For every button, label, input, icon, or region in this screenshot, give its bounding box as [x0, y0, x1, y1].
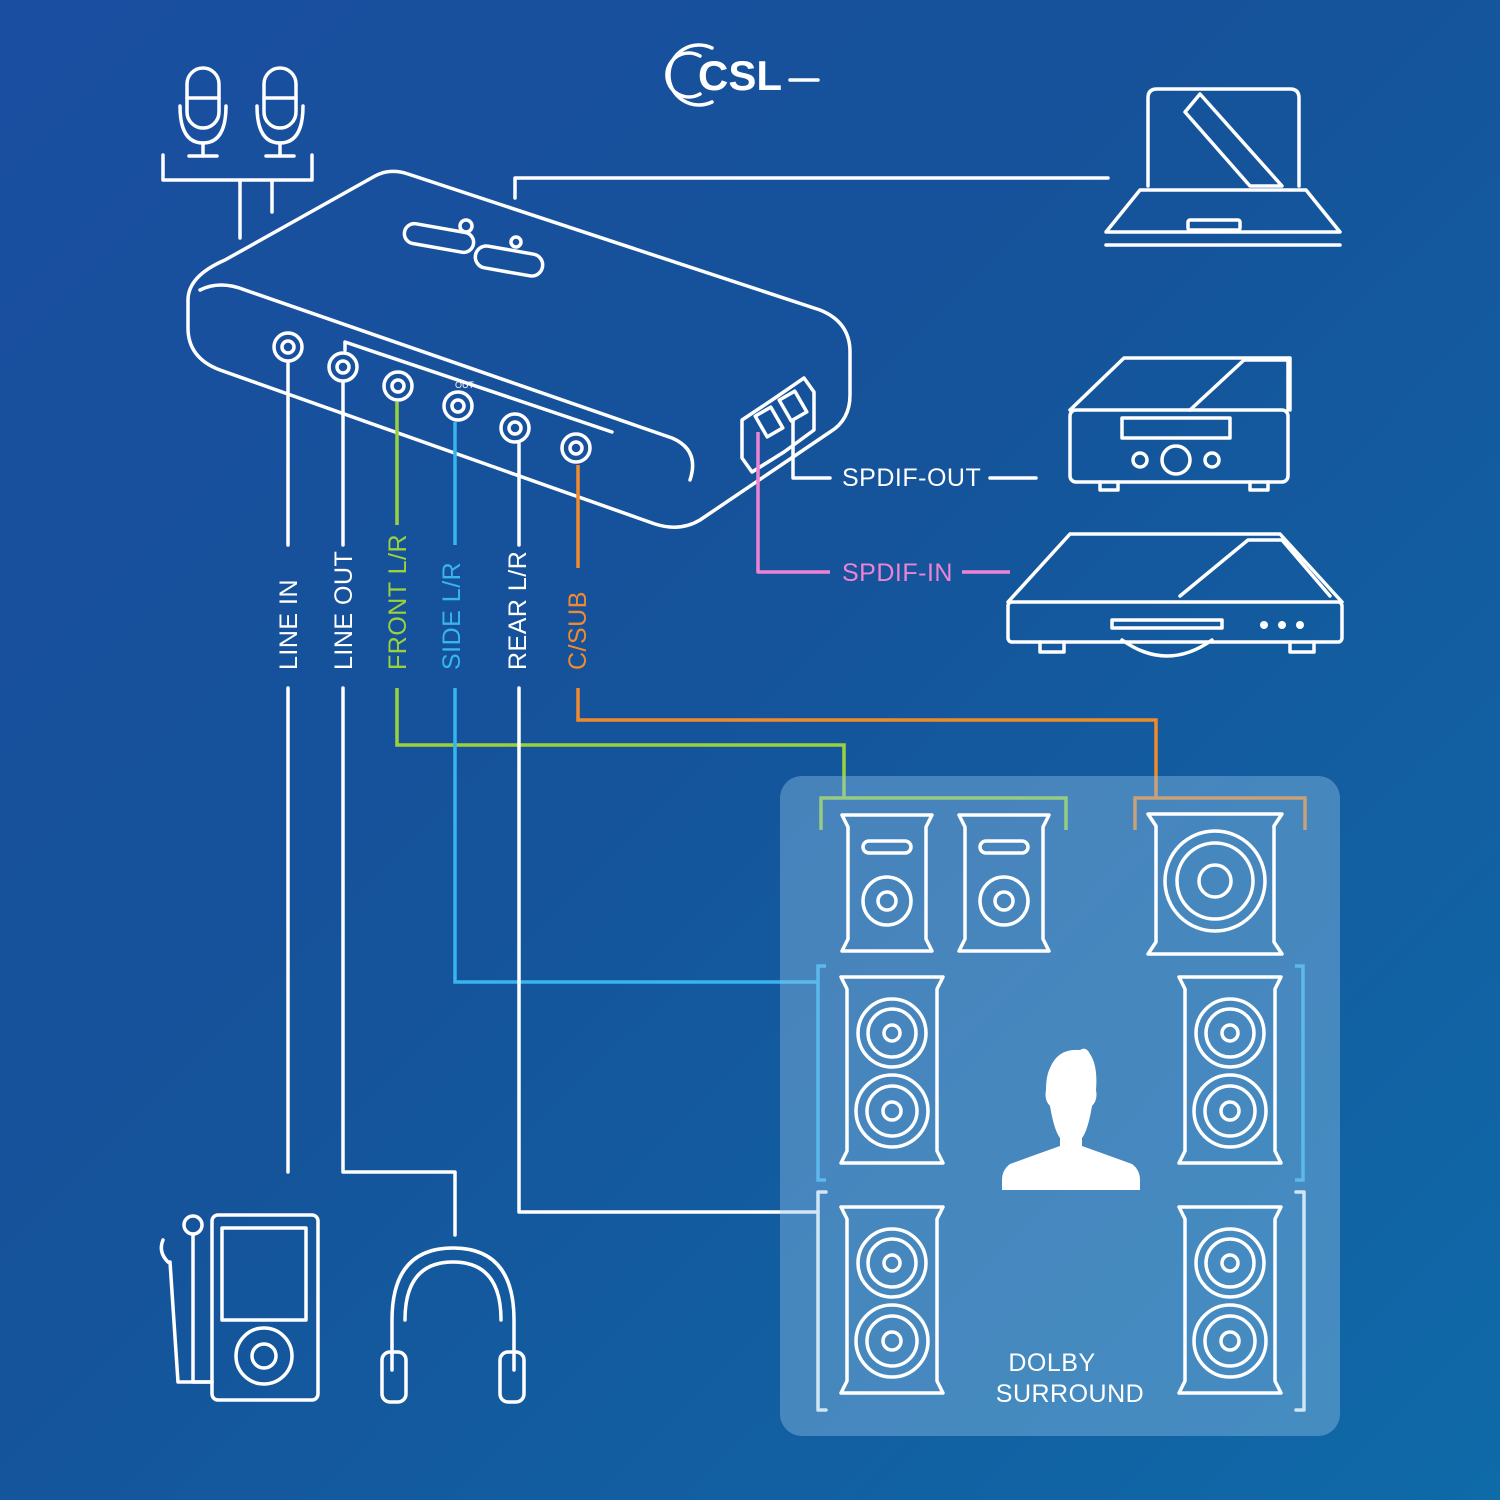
- logo-text: CSL: [698, 52, 782, 99]
- spdif-out-line: [791, 418, 832, 480]
- rear-bracket: [816, 1190, 1306, 1412]
- line-out-label: LINE OUT: [330, 551, 358, 670]
- mp3-player-icon: [159, 1213, 320, 1402]
- microphone-icon: [161, 66, 314, 240]
- sub-wire: [576, 465, 1307, 830]
- logo-ring-icon: [667, 43, 714, 107]
- line-in-label: LINE IN: [275, 579, 303, 670]
- front-wire: [395, 402, 1068, 830]
- csl-logo: CSL: [665, 43, 820, 107]
- listener-icon: [1002, 1048, 1140, 1190]
- headphones-icon: [380, 1246, 526, 1404]
- spdif-in-label: SPDIF-IN: [842, 559, 953, 587]
- front-lr-label: FRONT L/R: [384, 534, 412, 670]
- amplifier-icon: [1068, 356, 1292, 492]
- rear-lr-label: REAR L/R: [504, 551, 532, 670]
- out-label: OUT: [455, 380, 475, 390]
- line-out-wire: [341, 380, 457, 1237]
- audio-jacks: [272, 331, 592, 464]
- side-wire: [453, 422, 1305, 1182]
- spdif-out-label: SPDIF-OUT: [842, 464, 981, 492]
- side-lr-label: SIDE L/R: [438, 562, 466, 670]
- subwoofer-icon: [1146, 812, 1284, 956]
- surround-line2: SURROUND: [996, 1380, 1144, 1408]
- cd-player-icon: [1006, 532, 1344, 658]
- rear-wire: [517, 442, 820, 1214]
- c-sub-label: C/SUB: [564, 591, 592, 670]
- surround-line1: DOLBY: [1008, 1349, 1095, 1377]
- spdif-in-line: [756, 432, 830, 574]
- laptop-icon: [513, 87, 1342, 247]
